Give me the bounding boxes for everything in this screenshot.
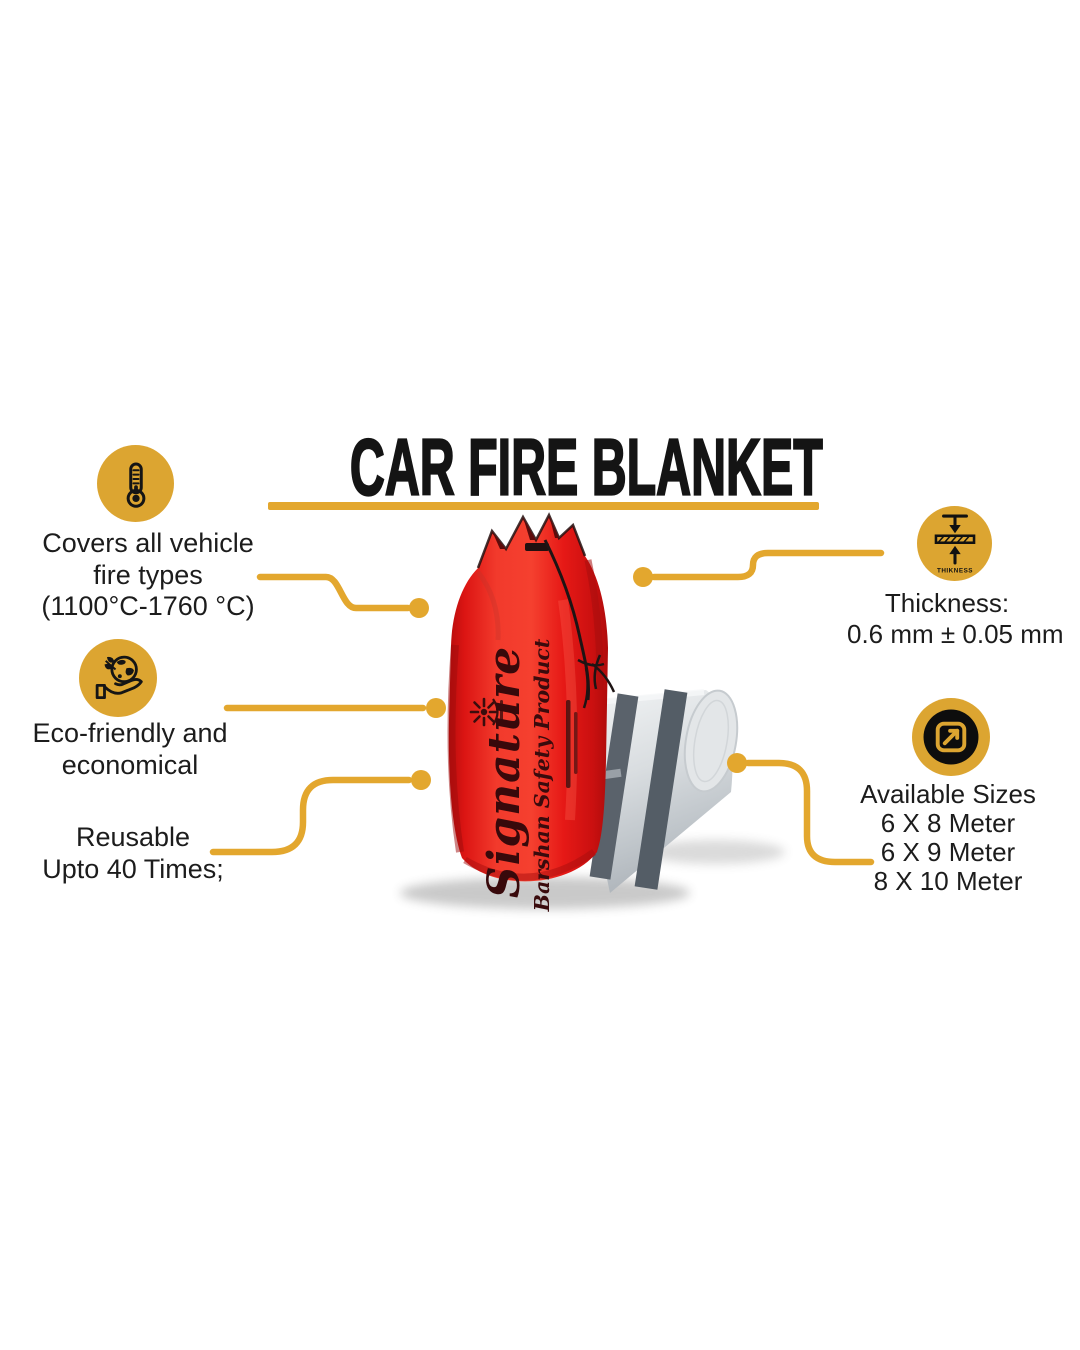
callout-text: Thickness:: [884, 588, 1010, 618]
callout-available-sizes: Available Sizes 6 X 8 Meter 6 X 9 Meter …: [848, 780, 1048, 896]
callout-text: economical: [61, 749, 199, 780]
callout-reusable: Reusable Upto 40 Times;: [30, 822, 236, 885]
thickness-icon-caption: THIKNESS: [936, 567, 972, 574]
connector-dots: [409, 567, 747, 790]
bag-fineprint-mark: [574, 712, 578, 774]
drawstring-cord: [543, 539, 616, 709]
bag-subtitle-text: Barshan Safety Product: [530, 638, 554, 912]
callout-eco-friendly: Eco-friendly and economical: [20, 718, 240, 781]
red-bag-image: Signature Barshan Safety Product: [447, 512, 616, 912]
callout-text: 8 X 10 Meter: [873, 866, 1023, 896]
connector-lines: [209, 549, 885, 866]
callout-fire-coverage: Covers all vehicle fire types (1100°C-17…: [28, 528, 268, 623]
fire-temperature-badge: [97, 445, 174, 522]
callout-text: Reusable: [75, 822, 191, 852]
hand-globe-eco-icon: [95, 655, 143, 700]
rolled-blanket-image: [589, 689, 739, 893]
thickness-badge: THIKNESS: [917, 506, 992, 581]
callout-text: fire types: [93, 559, 203, 590]
thermometer-icon: [126, 462, 145, 508]
sizes-badge: [912, 698, 990, 776]
bag-fineprint-mark: [566, 700, 571, 788]
eco-badge: [79, 639, 157, 717]
thickness-arrows-icon: THIKNESS: [934, 514, 975, 574]
callout-text: Available Sizes: [860, 779, 1036, 809]
callout-text: Eco-friendly and: [32, 718, 228, 748]
brand-logo: [469, 697, 503, 727]
callout-text: 6 X 8 Meter: [880, 808, 1016, 838]
bag-brand-text: Signature: [479, 646, 530, 898]
expand-size-icon: [923, 709, 979, 765]
callout-text: Upto 40 Times;: [42, 853, 224, 884]
title-underline: [268, 502, 819, 510]
page-title: CAR FIRE BLANKET: [349, 421, 823, 513]
callout-thickness: Thickness: 0.6 mm ± 0.05 mm: [847, 588, 1064, 649]
page-title-wrap: CAR FIRE BLANKET: [205, 421, 885, 513]
callout-text: 6 X 9 Meter: [880, 837, 1016, 867]
callout-text: Covers all vehicle: [42, 528, 254, 558]
callout-text: (1100°C-1760 °C): [41, 591, 255, 621]
callout-text: 0.6 mm ± 0.05 mm: [847, 618, 1064, 649]
